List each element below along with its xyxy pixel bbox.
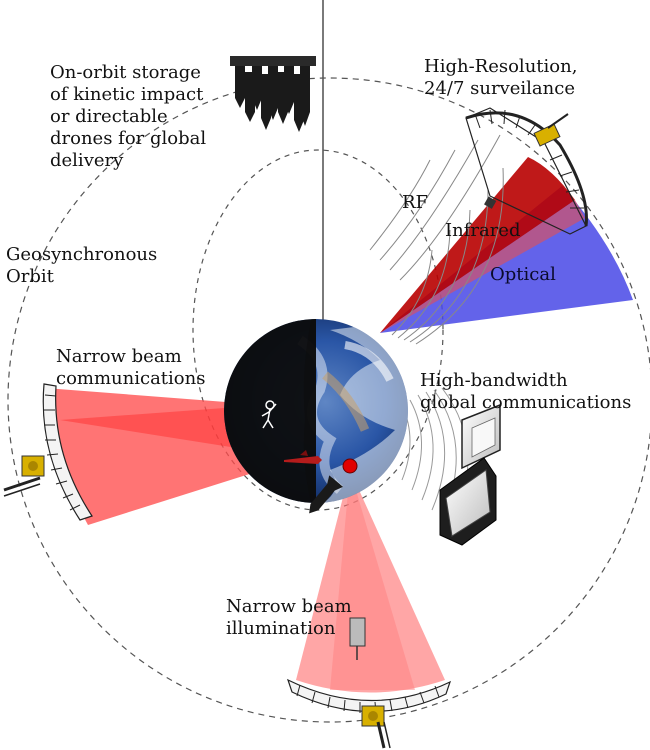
label-narrow-comm: Narrow beam communications: [56, 346, 205, 390]
left-satellite-icon: [3, 383, 93, 521]
label-geo-line-2: Orbit: [6, 266, 54, 287]
rf-arcs: [369, 134, 504, 345]
label-storage: On-orbit storage of kinetic impact or di…: [50, 62, 206, 172]
label-storage-line-4: drones for global: [50, 128, 207, 149]
label-hires-line-2: 24/7 surveilance: [424, 78, 575, 99]
label-optical: Optical: [490, 264, 556, 285]
label-storage-line-2: of kinetic impact: [50, 84, 204, 105]
label-rf: RF: [402, 192, 429, 213]
label-highband-line-2: global communications: [420, 392, 632, 413]
label-narrow-illum-line-1: Narrow beam: [226, 596, 352, 617]
label-narrow-illum-line-2: illumination: [226, 618, 336, 639]
target-dot-icon: [342, 458, 358, 474]
hires-satellite-icon: [465, 107, 588, 235]
label-high-bandwidth: High-bandwidth global communications: [420, 370, 631, 414]
label-geo-line-1: Geosynchronous: [6, 244, 158, 265]
label-storage-line-1: On-orbit storage: [50, 62, 201, 83]
label-storage-line-3: or directable: [50, 106, 168, 127]
drone-stack-icon: [230, 56, 316, 132]
label-narrow-comm-line-1: Narrow beam: [56, 346, 182, 367]
label-narrow-comm-line-2: communications: [56, 368, 206, 389]
label-highband-line-1: High-bandwidth: [420, 370, 568, 391]
aircraft-icon: [284, 450, 322, 464]
solar-panel-icon: [439, 403, 501, 546]
infrared-beam: [380, 157, 575, 333]
missile-icon: [309, 475, 344, 514]
illumination-panel-icon: [349, 617, 366, 660]
label-narrow-illum: Narrow beam illumination: [226, 596, 352, 640]
bottom-satellite-icon: [286, 678, 452, 749]
astronaut-icon: [261, 400, 277, 429]
label-infrared: Infrared: [445, 220, 521, 241]
label-storage-line-5: delivery: [50, 150, 124, 171]
label-high-resolution: High-Resolution, 24/7 surveilance: [424, 56, 577, 100]
label-hires-line-1: High-Resolution,: [424, 56, 578, 77]
earth: [224, 319, 408, 503]
label-geo-orbit: Geosynchronous Orbit: [6, 244, 157, 288]
